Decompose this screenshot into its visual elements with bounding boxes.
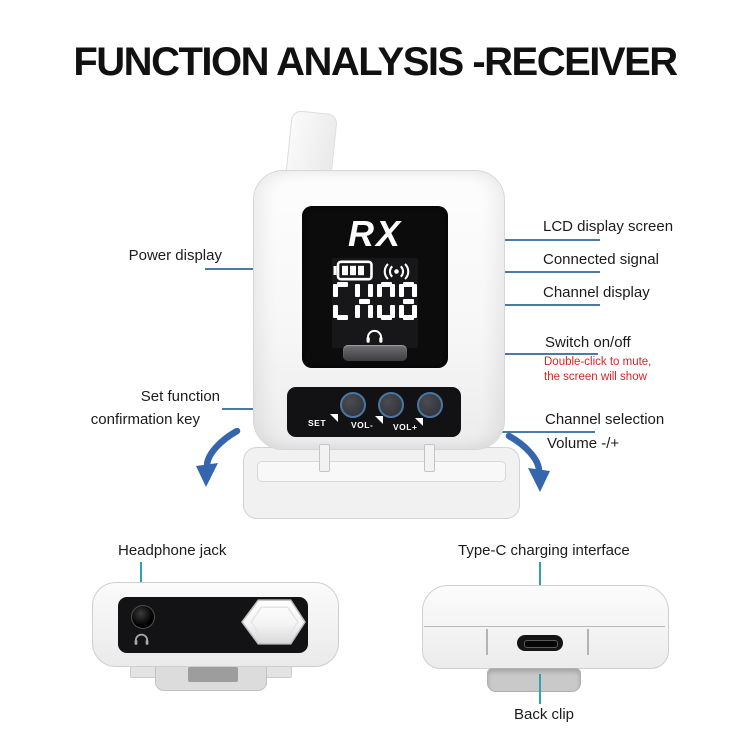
typec-port-inner bbox=[524, 640, 558, 648]
clip-slot-left bbox=[319, 444, 330, 472]
headphone-jack-port bbox=[131, 605, 155, 629]
signal-icon bbox=[383, 263, 410, 280]
body-notch-right bbox=[587, 629, 589, 655]
vol-minus-button bbox=[378, 392, 404, 418]
receiver-bottom-view-right bbox=[422, 585, 669, 669]
pointer-line-back-clip bbox=[539, 674, 541, 704]
back-clip-plate bbox=[243, 447, 520, 519]
back-clip-right-device bbox=[487, 668, 581, 692]
vol-plus-triangle-icon bbox=[415, 418, 423, 426]
callout-line-signal bbox=[413, 271, 600, 273]
lcd-inner-display bbox=[332, 258, 418, 348]
hex-knob bbox=[241, 599, 306, 645]
vol-minus-triangle-icon bbox=[375, 416, 383, 424]
note-double-click-mute: Double-click to mute, bbox=[544, 356, 652, 368]
label-typec-interface: Type-C charging interface bbox=[458, 542, 630, 559]
battery-icon bbox=[333, 260, 373, 281]
note-screen-will-show: the screen will show bbox=[544, 371, 647, 383]
callout-line-channel bbox=[414, 304, 600, 306]
seg-char bbox=[399, 282, 417, 320]
callout-line-lcd bbox=[437, 239, 600, 241]
back-clip-bar bbox=[257, 461, 506, 482]
lcd-screen: RX bbox=[302, 206, 448, 368]
label-volume: Volume -/+ bbox=[547, 435, 620, 452]
set-button-label: SET bbox=[308, 418, 327, 428]
set-button bbox=[340, 392, 366, 418]
set-triangle-icon bbox=[330, 414, 338, 422]
buttons-panel: SET VOL- VOL+ bbox=[287, 387, 461, 437]
label-connected-signal: Connected signal bbox=[543, 251, 659, 268]
page-title: FUNCTION ANALYSIS -RECEIVER bbox=[73, 40, 678, 84]
body-seam-line bbox=[424, 626, 665, 627]
label-channel-selection: Channel selection bbox=[545, 411, 665, 428]
typec-port bbox=[517, 635, 563, 651]
seg-char bbox=[377, 282, 395, 320]
curved-arrow-left-icon bbox=[196, 428, 241, 487]
label-set-function: Set function bbox=[140, 388, 220, 405]
rx-logo: RX bbox=[347, 213, 402, 254]
channel-display bbox=[333, 282, 417, 320]
vol-plus-button-label: VOL+ bbox=[393, 422, 418, 432]
label-channel-display: Channel display bbox=[543, 284, 650, 301]
power-switch-button bbox=[343, 345, 407, 361]
vol-minus-button-label: VOL- bbox=[351, 420, 374, 430]
seg-char bbox=[333, 282, 351, 320]
label-confirmation-key: confirmation key bbox=[90, 411, 200, 428]
label-headphone-jack: Headphone jack bbox=[118, 542, 227, 559]
label-power-display: Power display bbox=[128, 247, 222, 264]
callout-line-channel-selection bbox=[434, 431, 595, 433]
seg-char bbox=[355, 282, 373, 320]
headphone-icon bbox=[366, 329, 383, 343]
vol-plus-button bbox=[417, 392, 443, 418]
curved-arrow-right-icon bbox=[505, 433, 550, 492]
label-back-clip: Back clip bbox=[514, 706, 575, 723]
label-switch-on-off: Switch on/off bbox=[545, 334, 631, 351]
back-clip-bar-left-device bbox=[188, 667, 238, 682]
body-notch-left bbox=[486, 629, 488, 655]
headphone-jack-icon bbox=[134, 633, 149, 645]
clip-slot-right bbox=[424, 444, 435, 472]
label-lcd-display-screen: LCD display screen bbox=[543, 218, 674, 235]
